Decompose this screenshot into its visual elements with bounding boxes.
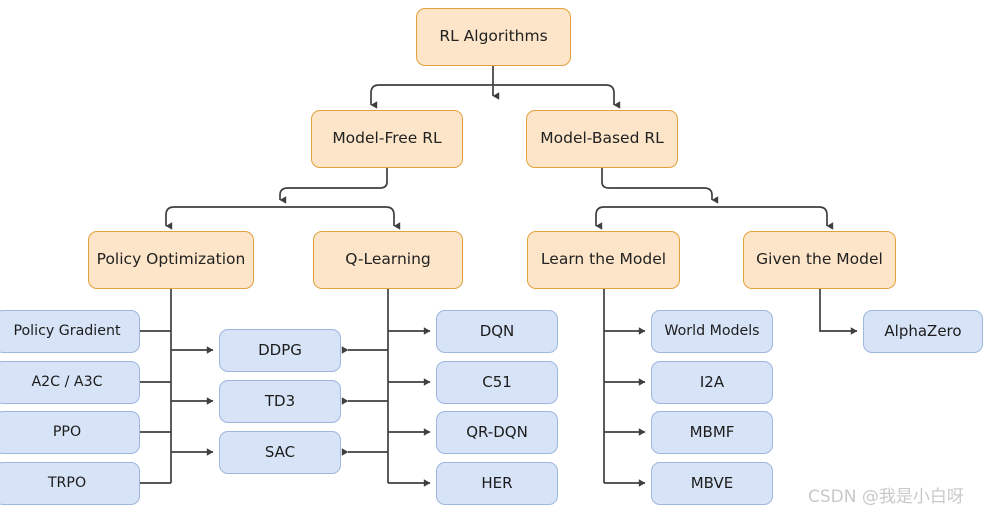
node-rl-algorithms[interactable]: RL Algorithms bbox=[416, 8, 571, 66]
node-model-based-rl[interactable]: Model-Based RL bbox=[526, 110, 678, 168]
edge-model-free-jog bbox=[279, 168, 388, 204]
node-qr-dqn-label: QR-DQN bbox=[466, 422, 528, 441]
node-a2c-a3c[interactable]: A2C / A3C bbox=[0, 361, 140, 404]
node-qr-dqn[interactable]: QR-DQN bbox=[436, 411, 558, 454]
node-alphazero-label: AlphaZero bbox=[884, 321, 962, 340]
node-rl-algorithms-label: RL Algorithms bbox=[439, 27, 548, 46]
node-given-the-model-label: Given the Model bbox=[756, 250, 883, 269]
node-learn-the-model-label: Learn the Model bbox=[540, 250, 667, 269]
node-q-learning-label: Q-Learning bbox=[345, 250, 431, 269]
node-dqn-label: DQN bbox=[479, 321, 515, 340]
node-c51[interactable]: C51 bbox=[436, 361, 558, 404]
edge-root-to-model-based bbox=[493, 84, 621, 109]
node-mbmf[interactable]: MBMF bbox=[651, 411, 773, 454]
node-q-learning[interactable]: Q-Learning bbox=[313, 231, 463, 289]
edge-model-based-to-given-model bbox=[712, 206, 834, 230]
node-model-based-rl-label: Model-Based RL bbox=[540, 129, 664, 148]
node-ddpg[interactable]: DDPG bbox=[219, 329, 341, 372]
edge-model-based-jog bbox=[601, 168, 719, 204]
node-td3[interactable]: TD3 bbox=[219, 380, 341, 423]
node-sac[interactable]: SAC bbox=[219, 431, 341, 474]
node-model-free-rl-label: Model-Free RL bbox=[332, 129, 442, 148]
edge-model-free-to-policy-opt bbox=[165, 206, 280, 230]
node-policy-optimization[interactable]: Policy Optimization bbox=[88, 231, 254, 289]
node-td3-label: TD3 bbox=[264, 391, 296, 410]
edge-root-to-model-free bbox=[370, 84, 493, 109]
node-alphazero[interactable]: AlphaZero bbox=[863, 310, 983, 353]
node-sac-label: SAC bbox=[264, 442, 296, 461]
node-trpo-label: TRPO bbox=[47, 475, 87, 492]
csdn-watermark: CSDN @我是小白呀 bbox=[808, 487, 964, 507]
node-model-free-rl[interactable]: Model-Free RL bbox=[311, 110, 463, 168]
node-policy-gradient-label: Policy Gradient bbox=[13, 323, 121, 340]
node-mbmf-label: MBMF bbox=[689, 422, 735, 441]
node-c51-label: C51 bbox=[482, 372, 512, 391]
node-learn-the-model[interactable]: Learn the Model bbox=[527, 231, 680, 289]
node-world-models[interactable]: World Models bbox=[651, 310, 773, 353]
node-ddpg-label: DDPG bbox=[258, 340, 302, 359]
node-dqn[interactable]: DQN bbox=[436, 310, 558, 353]
node-given-the-model[interactable]: Given the Model bbox=[743, 231, 896, 289]
node-i2a[interactable]: I2A bbox=[651, 361, 773, 404]
node-a2c-a3c-label: A2C / A3C bbox=[31, 374, 103, 391]
node-trpo[interactable]: TRPO bbox=[0, 462, 140, 505]
node-her-label: HER bbox=[481, 473, 513, 492]
node-mbve[interactable]: MBVE bbox=[651, 462, 773, 505]
node-i2a-label: I2A bbox=[699, 372, 725, 391]
node-mbve-label: MBVE bbox=[690, 473, 734, 492]
node-ppo-label: PPO bbox=[52, 424, 82, 441]
edge-model-based-to-learn-model bbox=[595, 206, 712, 230]
node-her[interactable]: HER bbox=[436, 462, 558, 505]
node-policy-optimization-label: Policy Optimization bbox=[96, 250, 246, 269]
edge-gm-alphazero bbox=[819, 289, 858, 335]
node-world-models-label: World Models bbox=[664, 323, 760, 340]
node-ppo[interactable]: PPO bbox=[0, 411, 140, 454]
edge-model-free-to-q-learning bbox=[280, 206, 401, 230]
node-policy-gradient[interactable]: Policy Gradient bbox=[0, 310, 140, 353]
